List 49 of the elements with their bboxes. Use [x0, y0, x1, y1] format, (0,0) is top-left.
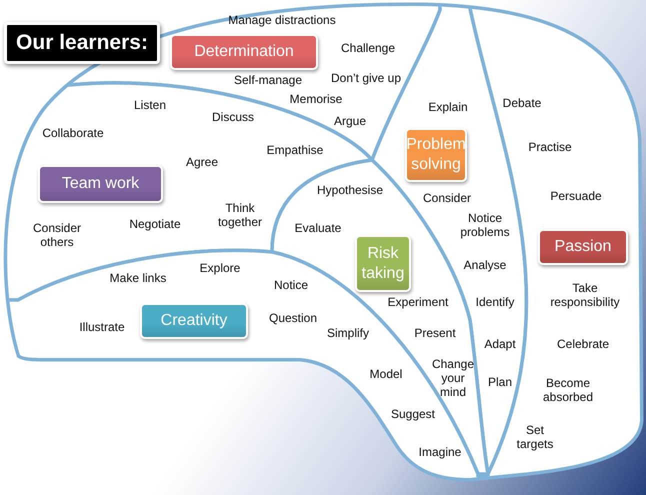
skill-word: Self-manage — [234, 73, 302, 87]
skill-word: Present — [414, 326, 456, 340]
skill-word: Make links — [110, 271, 166, 285]
category-heading: Risk taking — [355, 235, 411, 292]
skill-word: Debate — [502, 96, 542, 110]
skill-word: Illustrate — [79, 320, 125, 334]
skill-word: Analyse — [464, 258, 506, 272]
skill-word: Notice problems — [459, 211, 511, 239]
skill-word: Change your mind — [430, 357, 476, 399]
skill-word: Don’t give up — [330, 71, 402, 85]
skill-word: Set targets — [516, 423, 554, 451]
skill-word: Challenge — [340, 41, 396, 55]
skill-word: Hypothesise — [316, 183, 384, 197]
skill-word: Plan — [488, 375, 512, 389]
skill-word: Experiment — [388, 295, 448, 309]
skill-word: Celebrate — [556, 337, 610, 351]
skill-word: Discuss — [212, 110, 254, 124]
skill-word: Question — [268, 311, 318, 325]
skill-word: Persuade — [550, 189, 602, 203]
skill-word: Consider others — [32, 221, 82, 249]
skill-word: Adapt — [484, 337, 516, 351]
skill-word: Take responsibility — [549, 281, 621, 309]
skill-word: Think together — [216, 201, 264, 229]
skill-word: Explain — [428, 100, 468, 114]
category-heading: Determination — [170, 34, 318, 70]
skill-word: Simplify — [327, 326, 369, 340]
skill-word: Notice — [274, 278, 308, 292]
skill-word: Consider — [422, 191, 472, 205]
skill-word: Evaluate — [294, 221, 342, 235]
skill-word: Listen — [134, 98, 166, 112]
category-heading: Team work — [38, 165, 163, 203]
skill-word: Agree — [186, 155, 218, 169]
skill-word: Explore — [200, 261, 240, 275]
skill-word: Memorise — [290, 92, 342, 106]
skill-word: Empathise — [266, 143, 324, 157]
skill-word: Argue — [334, 114, 366, 128]
skill-word: Manage distractions — [228, 13, 336, 27]
category-heading: Problem solving — [405, 128, 467, 182]
skill-word: Imagine — [418, 445, 462, 459]
skill-word: Practise — [528, 140, 572, 154]
category-heading: Passion — [538, 229, 628, 265]
title-tag: Our learners: — [4, 22, 160, 64]
skill-word: Identify — [476, 295, 514, 309]
skill-word: Collaborate — [42, 126, 104, 140]
skill-word: Become absorbed — [542, 376, 594, 404]
skill-word: Model — [370, 367, 402, 381]
skill-word: Negotiate — [129, 217, 181, 231]
skill-word: Suggest — [390, 407, 436, 421]
category-heading: Creativity — [140, 303, 248, 339]
